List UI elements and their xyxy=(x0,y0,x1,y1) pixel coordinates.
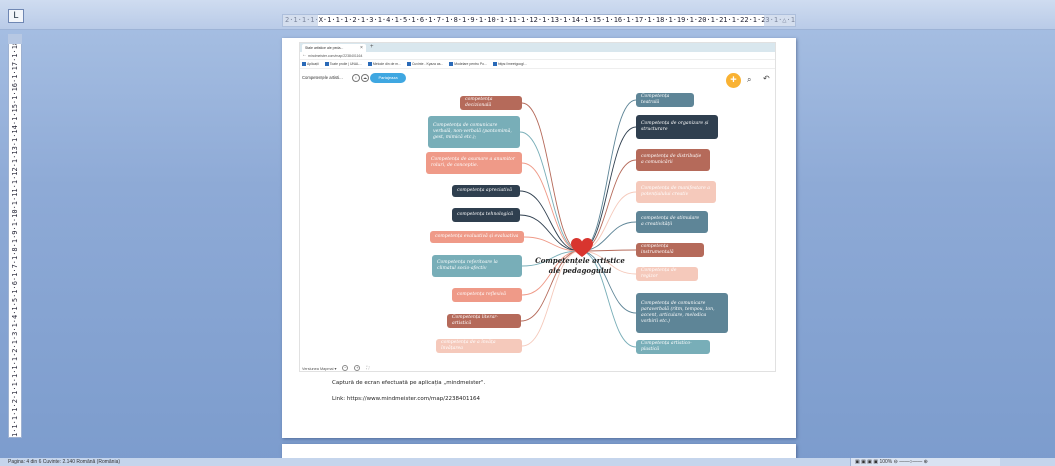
left-node: Competența de comunicare verbală, non-ve… xyxy=(428,116,520,148)
left-node: Competența literar-artistică xyxy=(447,314,521,328)
left-node: competența apreciativă xyxy=(452,185,520,197)
browser-tab: Stale artistice ale peda... × xyxy=(302,44,366,52)
right-connector xyxy=(579,250,637,348)
caption-text[interactable]: Captură de ecran efectuată pe aplicația … xyxy=(332,380,486,386)
bookmark-item: https://meetgoogl... xyxy=(492,62,527,67)
right-node: Competența de organizare și structurare xyxy=(636,115,718,139)
left-node: competența de a învăța învățarea xyxy=(436,339,522,353)
bookmark-icon xyxy=(406,62,411,67)
bookmark-icon xyxy=(324,62,329,67)
browser-tab-title: Stale artistice ale peda... xyxy=(305,46,344,50)
bookmark-icon xyxy=(492,62,497,67)
left-connector xyxy=(521,162,581,252)
right-node: Competența teatrală xyxy=(636,93,694,107)
central-topic-line1: Competențele artistice xyxy=(535,256,625,265)
map-name-label: Competențele artisti... xyxy=(302,75,343,80)
share-button: Partajeaza xyxy=(370,73,406,83)
right-node: competența de distribuție a comunicării xyxy=(636,149,710,171)
left-connector xyxy=(521,250,581,296)
right-node: competența instrumentală xyxy=(636,243,704,257)
bookmark-item: Cuvinte - Kyaza as... xyxy=(406,62,443,67)
back-arrow-icon: ← xyxy=(302,52,307,58)
bookmarks-bar: Aplicații Toate proile | UNAL... Metode di… xyxy=(300,60,775,69)
tab-stop-button[interactable]: L xyxy=(8,9,24,23)
right-connector xyxy=(579,250,637,314)
bookmark-icon xyxy=(302,62,306,67)
cloud-icon: ☁ xyxy=(361,74,369,82)
left-node: Competența referitoare la climatul socio… xyxy=(432,255,522,277)
browser-address-bar: ← mindmeister.com/map/2238401164 xyxy=(300,52,775,60)
right-node: Competența de regizor xyxy=(636,267,698,281)
bookmark-item: Toate proile | UNAL... xyxy=(324,62,362,67)
bookmark-icon xyxy=(449,62,454,67)
vertical-ruler-margin[interactable] xyxy=(8,34,22,44)
left-node: competența tehnologică xyxy=(452,208,520,222)
link-text[interactable]: Link: https://www.mindmeister.com/map/22… xyxy=(332,396,481,402)
close-icon: × xyxy=(360,45,363,51)
left-connector xyxy=(523,236,581,252)
embedded-screenshot: Stale artistice ale peda... × + ← mindme… xyxy=(299,42,776,372)
info-icon: i xyxy=(352,74,360,82)
central-topic-line2: ale pedagogului xyxy=(548,266,612,275)
status-info: Pagina: 4 din 6 Cuvinte: 2.140 Română (R… xyxy=(8,459,121,465)
left-node: competența decizională xyxy=(460,96,522,110)
undo-icon: ↶ xyxy=(763,74,770,83)
right-node: Competența de manifestare a potențialulu… xyxy=(636,181,716,203)
document-page[interactable]: Stale artistice ale peda... × + ← mindme… xyxy=(282,38,796,438)
left-node: Competența de asumare a anumitor roluri,… xyxy=(426,152,522,174)
bookmark-item: Aplicații xyxy=(302,62,319,67)
zoom-in-icon: + xyxy=(354,365,361,371)
right-connector xyxy=(579,126,637,252)
right-node: Competența artistico-plastică xyxy=(636,340,710,354)
vertical-ruler[interactable]: 1·1·1·1·2·1·1·1·1·1·2·1·3·1·4·1·5·1·6·1·… xyxy=(8,34,22,438)
left-connector xyxy=(519,214,581,252)
left-connector xyxy=(519,131,581,252)
browser-tabbar: Stale artistice ale peda... × + xyxy=(300,43,775,52)
mindmap-toolbar: Competențele artisti... i ☁ Partajeaza +… xyxy=(300,71,775,88)
browser-url: mindmeister.com/map/2238401164 xyxy=(308,54,363,58)
right-node: Competența de comunicare paraverbală (ri… xyxy=(636,293,728,333)
mindmap-footer: Versiunea Mapmai ▾ − + ⛶ xyxy=(302,365,369,371)
add-node-button: + xyxy=(726,73,741,88)
left-connector xyxy=(519,190,581,252)
right-connector xyxy=(579,99,637,252)
bookmark-item: Metode din de m... xyxy=(367,62,401,67)
status-bar: Pagina: 4 din 6 Cuvinte: 2.140 Română (R… xyxy=(0,458,1055,466)
left-connector xyxy=(521,102,581,252)
heart-icon xyxy=(571,238,593,257)
left-connector xyxy=(521,250,581,267)
mindmap-connectors xyxy=(519,99,637,348)
left-node: competența reflexivă xyxy=(452,288,522,302)
bookmark-item: Modelare pentru Po... xyxy=(449,62,487,67)
new-tab-icon: + xyxy=(370,44,374,50)
search-icon: ⌕ xyxy=(747,75,752,84)
left-node: competența evaluativă și evaluativa xyxy=(430,231,524,243)
bookmark-icon xyxy=(367,62,372,67)
ruler-right-margin[interactable] xyxy=(764,14,796,27)
zoom-out-icon: − xyxy=(342,365,349,371)
horizontal-ruler[interactable]: 2·1·1·1·X·1·1·1·2·1·3·1·4·1·5·1·6·1·7·1·… xyxy=(282,14,796,27)
view-zoom-controls[interactable]: ▣ ▣ ▣ ▣ 100% ⊖ ——○—— ⊕ xyxy=(850,458,1000,466)
left-connector xyxy=(520,250,581,322)
mindmap-central-topic: Competențele artistice ale pedagogului xyxy=(534,256,626,276)
left-connector xyxy=(521,250,581,347)
version-label: Versiunea Mapmai ▾ xyxy=(302,366,337,371)
fit-screen-icon: ⛶ xyxy=(366,366,370,370)
right-node: competența de stimulare a creativității xyxy=(636,211,708,233)
ruler-left-margin[interactable] xyxy=(282,14,318,27)
